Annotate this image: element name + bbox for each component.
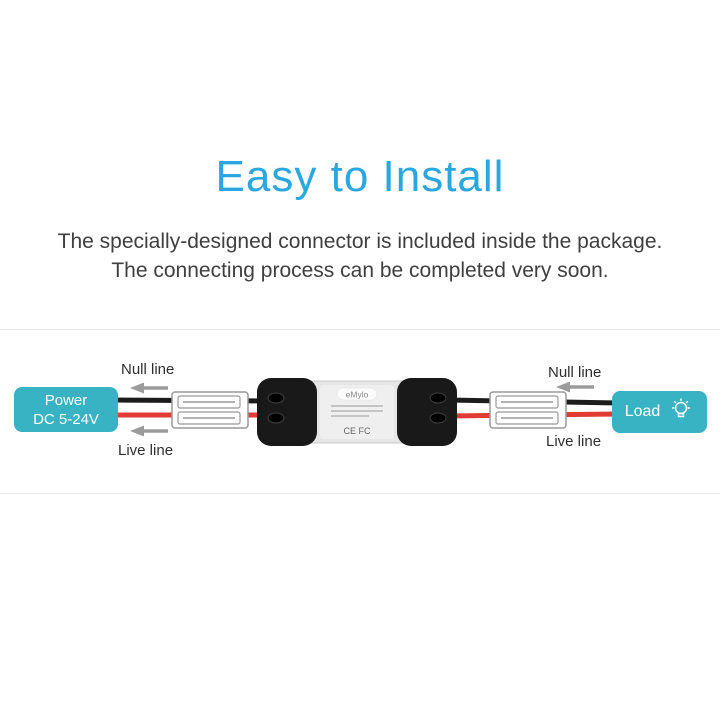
- subtitle: The specially-designed connector is incl…: [0, 227, 720, 285]
- label-text-line: [331, 405, 383, 407]
- right-null-arrow-icon: [556, 381, 594, 393]
- right-live-line-label: Live line: [546, 433, 602, 450]
- wiring-graphics: eMylo CE FC: [111, 378, 619, 446]
- left-null-arrow-icon: [130, 382, 168, 394]
- right-connector: [489, 391, 567, 429]
- left-live-line-label: Live line: [118, 442, 174, 459]
- left-connector: [171, 391, 249, 429]
- left-cap-hole-top: [267, 392, 285, 404]
- left-live-arrow-icon: [130, 425, 168, 437]
- label-text-line: [331, 410, 383, 412]
- power-voltage-label: DC 5-24V: [33, 410, 99, 428]
- label-text-line: [331, 415, 369, 417]
- wiring-diagram: eMylo CE FC Power DC 5-24V Load: [0, 329, 720, 494]
- power-source-box: Power DC 5-24V: [14, 387, 118, 432]
- load-box: Load: [612, 391, 707, 433]
- device-certification-marks: CE FC: [344, 426, 372, 436]
- device-right-cap: [397, 378, 457, 446]
- right-cap-hole-top: [429, 392, 447, 404]
- page-title: Easy to Install: [215, 152, 505, 201]
- device-left-cap: [257, 378, 317, 446]
- right-cap-hole-bottom: [429, 412, 447, 424]
- subtitle-line-2: The connecting process can be completed …: [111, 259, 609, 282]
- load-label: Load: [624, 403, 661, 420]
- right-null-line-label: Null line: [548, 364, 602, 381]
- power-label: Power: [44, 391, 88, 409]
- left-cap-hole-bottom: [267, 412, 285, 424]
- light-bulb-icon: [668, 397, 694, 428]
- smart-switch-device: eMylo CE FC: [257, 378, 457, 446]
- brand-pill: [336, 387, 378, 401]
- device-brand: eMylo: [346, 390, 369, 400]
- subtitle-line-1: The specially-designed connector is incl…: [57, 230, 663, 253]
- left-null-line-label: Null line: [121, 361, 175, 378]
